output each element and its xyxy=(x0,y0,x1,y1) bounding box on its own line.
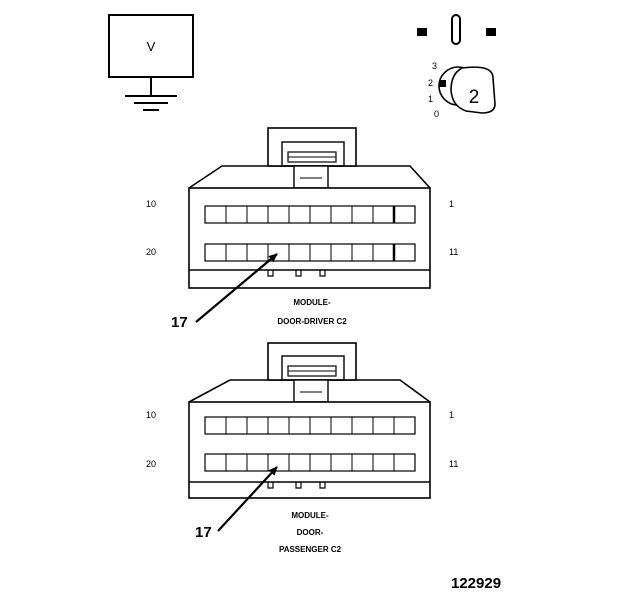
svg-text:3: 3 xyxy=(432,61,437,71)
figure-number: 122929 xyxy=(451,575,501,592)
pin-label-1: 1 xyxy=(449,199,454,209)
svg-text:1: 1 xyxy=(428,94,433,104)
pin-label-11: 11 xyxy=(449,459,458,469)
ignition-key-icon: 3 2 1 0 2 xyxy=(417,14,496,119)
ground-icon xyxy=(125,95,177,111)
key-number: 2 xyxy=(469,87,480,108)
pin-label-10: 10 xyxy=(146,199,156,209)
cavity-row-bottom xyxy=(204,243,416,262)
voltmeter-label: V xyxy=(147,39,156,54)
callout-arrow xyxy=(217,466,278,532)
connector-name-line: DOOR-DRIVER C2 xyxy=(277,317,347,326)
pin-label-20: 20 xyxy=(146,459,156,469)
pin-label-11: 11 xyxy=(449,247,458,257)
cavity-row-top xyxy=(204,416,416,435)
connector-name-line: MODULE- xyxy=(293,298,331,307)
connector-name-line: PASSENGER C2 xyxy=(279,545,342,554)
voltmeter-symbol: V xyxy=(108,14,194,111)
callout-number: 17 xyxy=(171,314,188,331)
connector-name-line: DOOR- xyxy=(297,528,324,537)
callout-arrow xyxy=(195,253,278,323)
callout-number: 17 xyxy=(195,524,212,541)
cavity-row-top xyxy=(204,205,416,224)
connector-passenger-c2: 10 1 20 11 17 MODULE- DOOR- PASSENGER C2 xyxy=(146,342,458,554)
cavity-row-bottom xyxy=(204,453,416,472)
pin-label-20: 20 xyxy=(146,247,156,257)
svg-text:0: 0 xyxy=(434,109,439,119)
pin-label-10: 10 xyxy=(146,410,156,420)
svg-text:2: 2 xyxy=(428,78,433,88)
connector-driver-c2: 10 1 20 11 17 MODULE- DOOR-DRIVER C2 xyxy=(146,127,458,331)
connector-name-line: MODULE- xyxy=(291,511,329,520)
pin-label-1: 1 xyxy=(449,410,454,420)
